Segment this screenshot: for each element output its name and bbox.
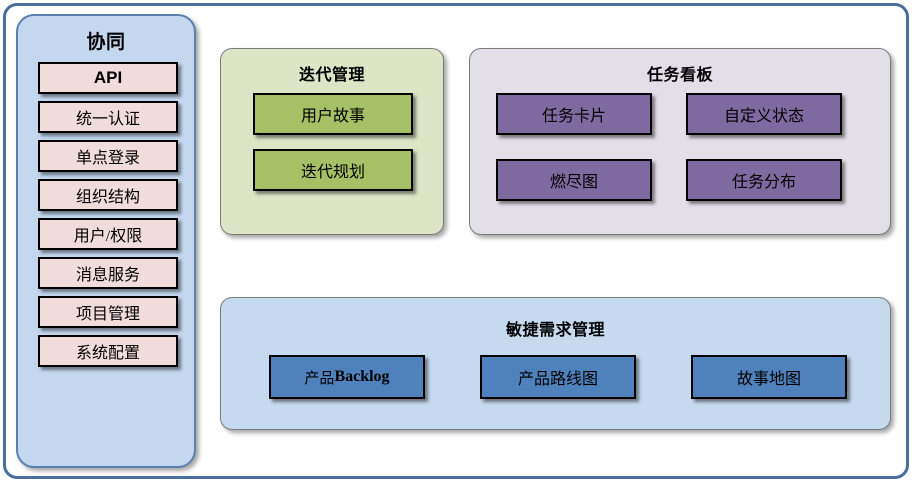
task-board-item-task-distribution[interactable]: 任务分布 <box>686 159 842 201</box>
task-board-item-label: 任务卡片 <box>541 108 606 125</box>
sidebar-panel-collaboration[interactable]: 协同 API 统一认证 单点登录 组织结构 用户/权限 消息服务 项目管理 <box>16 14 196 468</box>
task-board-title: 任务看板 <box>646 67 713 84</box>
sidebar-item-org-structure[interactable]: 组织结构 <box>38 179 178 211</box>
sidebar-item-unified-auth[interactable]: 统一认证 <box>38 101 178 133</box>
iteration-item-list: 用户故事 迭代规划 <box>253 93 413 205</box>
task-board-item-custom-status[interactable]: 自定义状态 <box>686 93 842 135</box>
iteration-management-title: 迭代管理 <box>298 67 365 84</box>
sidebar-item-label: 系统配置 <box>75 345 140 362</box>
sidebar-item-label: 消息服务 <box>75 267 140 284</box>
agile-item-label-suffix: Backlog <box>334 368 390 385</box>
agile-item-label: 产品路线图 <box>517 371 598 388</box>
agile-item-label: 故事地图 <box>736 371 801 388</box>
sidebar-title: 协同 <box>86 32 126 53</box>
task-board-panel[interactable]: 任务看板 任务卡片 自定义状态 燃尽图 任务分布 <box>469 48 891 235</box>
sidebar-item-label: 组织结构 <box>75 189 140 206</box>
task-board-item-grid: 任务卡片 自定义状态 燃尽图 任务分布 <box>496 93 866 201</box>
task-board-item-task-card[interactable]: 任务卡片 <box>496 93 652 135</box>
sidebar-item-label: 用户/权限 <box>73 228 143 245</box>
agile-item-story-map[interactable]: 故事地图 <box>691 355 847 399</box>
task-board-item-label: 燃尽图 <box>549 174 598 191</box>
sidebar-item-system-config[interactable]: 系统配置 <box>38 335 178 367</box>
iteration-item-user-story[interactable]: 用户故事 <box>253 93 413 135</box>
task-board-item-burndown-chart[interactable]: 燃尽图 <box>496 159 652 201</box>
task-board-item-label: 任务分布 <box>731 174 796 191</box>
agile-requirements-title: 敏捷需求管理 <box>505 322 605 339</box>
task-board-item-label: 自定义状态 <box>723 108 804 125</box>
iteration-management-panel[interactable]: 迭代管理 用户故事 迭代规划 <box>220 48 444 235</box>
sidebar-item-message-service[interactable]: 消息服务 <box>38 257 178 289</box>
sidebar-item-label: 项目管理 <box>75 306 140 323</box>
sidebar-item-user-permission[interactable]: 用户/权限 <box>38 218 178 250</box>
iteration-item-label: 用户故事 <box>300 108 365 125</box>
sidebar-item-sso[interactable]: 单点登录 <box>38 140 178 172</box>
sidebar-item-api[interactable]: API <box>38 62 178 94</box>
iteration-item-sprint-planning[interactable]: 迭代规划 <box>253 149 413 191</box>
agile-item-label-prefix: 产品 <box>304 370 335 387</box>
sidebar-item-list: API 统一认证 单点登录 组织结构 用户/权限 消息服务 项目管理 系统配置 <box>38 62 178 374</box>
sidebar-item-project-management[interactable]: 项目管理 <box>38 296 178 328</box>
sidebar-item-label: 统一认证 <box>75 111 140 128</box>
sidebar-item-label: API <box>93 68 123 87</box>
agile-item-product-roadmap[interactable]: 产品路线图 <box>480 355 636 399</box>
iteration-item-label: 迭代规划 <box>300 164 365 181</box>
sidebar-item-label: 单点登录 <box>75 150 140 167</box>
